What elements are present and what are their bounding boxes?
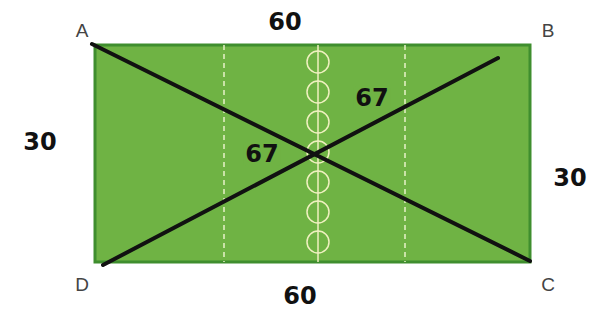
dimension-label: 30 xyxy=(23,130,56,154)
ring xyxy=(307,201,329,223)
dimension-label: 60 xyxy=(268,10,301,34)
dashed-line xyxy=(223,45,225,262)
diagonal xyxy=(103,58,498,265)
dashed-line xyxy=(404,45,406,262)
ring xyxy=(307,171,329,193)
ring xyxy=(307,111,329,133)
vertex-label: D xyxy=(75,275,89,294)
dimension-label: 67 xyxy=(243,142,280,166)
vertex-label: B xyxy=(542,21,555,40)
dimension-label: 30 xyxy=(553,166,586,190)
ring xyxy=(307,51,329,73)
ring xyxy=(307,231,329,253)
dimension-label: 60 xyxy=(283,284,316,308)
vertex-label: A xyxy=(76,21,89,40)
ring xyxy=(307,81,329,103)
dimension-label: 67 xyxy=(353,86,390,110)
vertex-label: C xyxy=(541,275,555,294)
